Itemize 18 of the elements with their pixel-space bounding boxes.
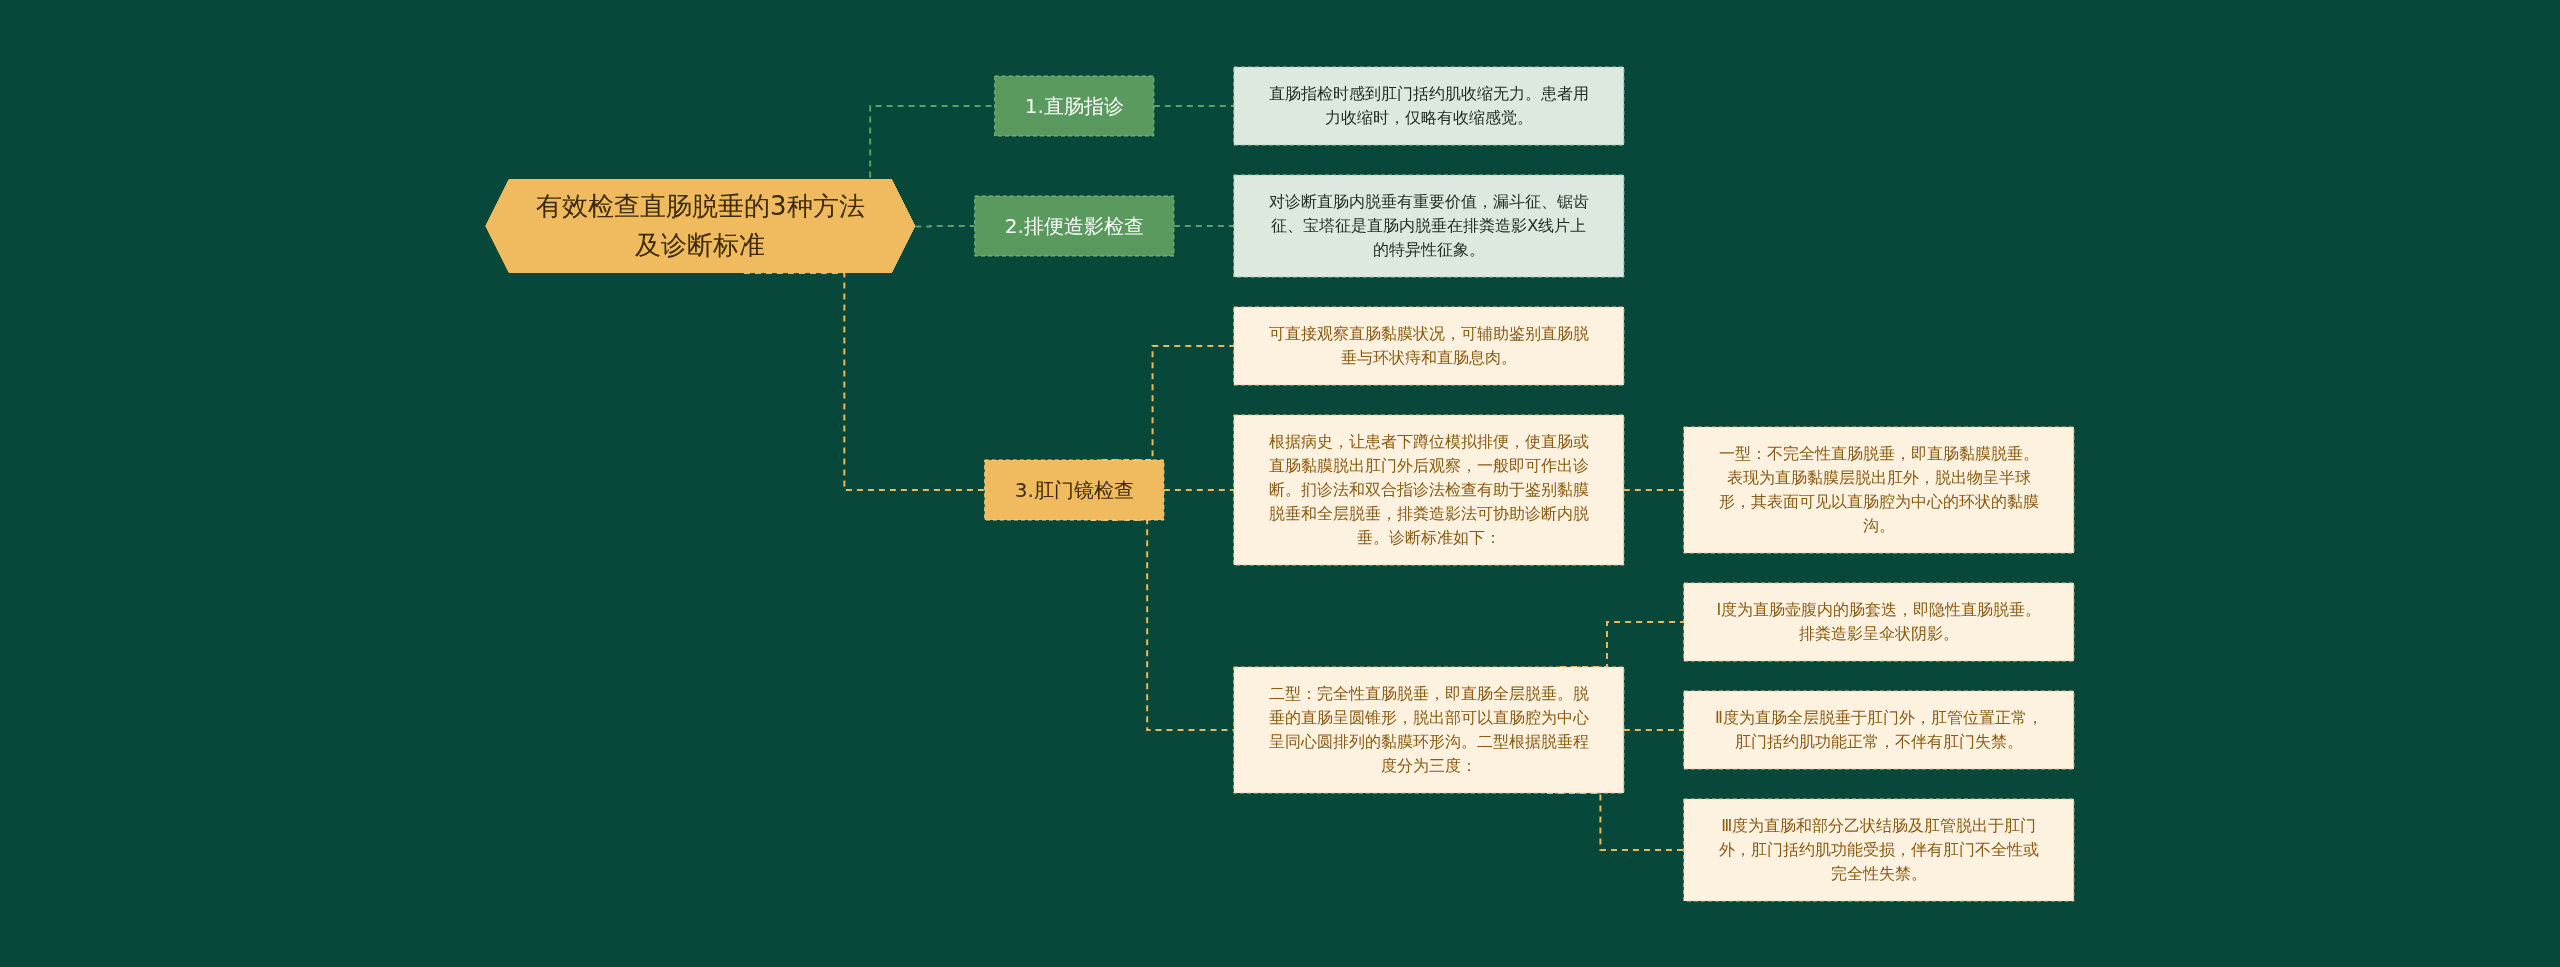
node-box: 1.直肠指诊: [994, 75, 1155, 136]
node-box: 对诊断直肠内脱垂有重要价值，漏斗征、锯齿征、宝塔征是直肠内脱垂在排粪造影X线片上的特异性征象。: [1233, 174, 1625, 277]
node-box: 可直接观察直肠黏膜状况，可辅助鉴别直肠脱垂与环状痔和直肠息肉。: [1233, 306, 1625, 385]
connector: [1152, 104, 1235, 107]
node-box: 2.排便造影检查: [974, 195, 1175, 256]
node-box: 根据病史，让患者下蹲位模拟排便，使直肠或直肠黏膜脱出肛门外后观察，一般即可作出诊断。扪诊法和双合指诊法检查有助于鉴别黏膜脱垂和全层脱垂，排粪造影法可协助诊断内脱垂。诊断标准如下：: [1233, 414, 1625, 565]
connector: [1622, 728, 1685, 731]
node-box: Ⅲ度为直肠和部分乙状结肠及肛管脱出于肛门外，肛门括约肌功能受损，伴有肛门不全性或完全性失禁。: [1683, 798, 2075, 901]
node-box: Ⅱ度为直肠全层脱垂于肛门外，肛管位置正常，肛门括约肌功能正常，不伴有肛门失禁。: [1683, 690, 2075, 769]
connector: [1162, 488, 1235, 491]
connector: [1172, 224, 1235, 227]
node-box: 二型：完全性直肠脱垂，即直肠全层脱垂。脱垂的直肠呈圆锥形，脱出部可以直肠腔为中心呈同心圆排列的黏膜环形沟。二型根据脱垂程度分为三度：: [1233, 666, 1625, 793]
node-box: 3.肛门镜检查: [984, 459, 1165, 520]
node-box: 一型：不完全性直肠脱垂，即直肠黏膜脱垂。表现为直肠黏膜层脱出肛外，脱出物呈半球形，其表面可见以直肠腔为中心的环状的黏膜沟。: [1683, 426, 2075, 553]
node-box: Ⅰ度为直肠壶腹内的肠套迭，即隐性直肠脱垂。排粪造影呈伞状阴影。: [1683, 582, 2075, 661]
connector: [914, 224, 976, 227]
connector: [1622, 488, 1685, 491]
node-box: 直肠指检时感到肛门括约肌收缩无力。患者用力收缩时，仅略有收缩感觉。: [1233, 66, 1625, 145]
